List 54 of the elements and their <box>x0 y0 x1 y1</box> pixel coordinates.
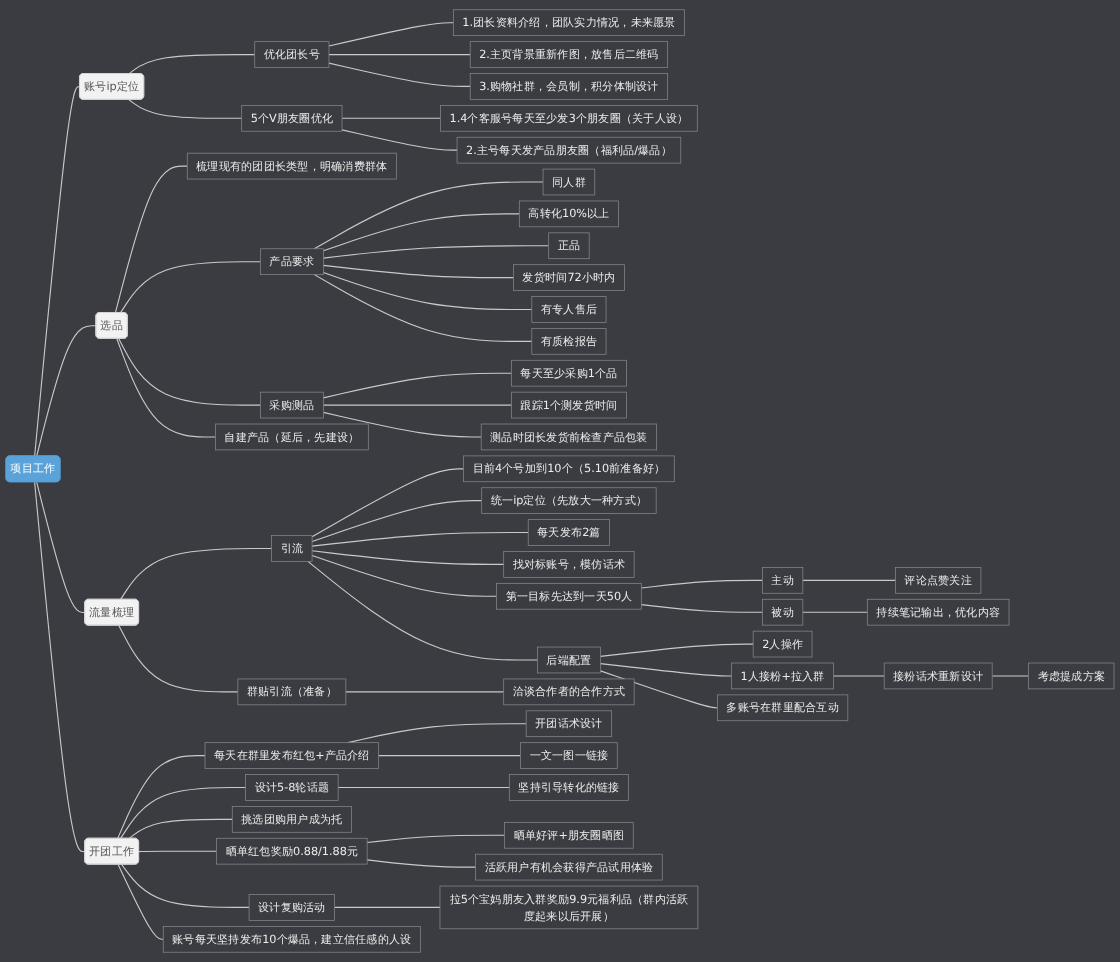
connector-line <box>114 165 188 314</box>
connector-line <box>116 338 216 438</box>
connector-line <box>36 325 97 457</box>
connector-line <box>311 554 498 597</box>
connector-line <box>347 723 527 744</box>
connector-line <box>341 129 458 151</box>
connector-line <box>322 264 514 279</box>
connector-line <box>328 62 471 87</box>
connector-line <box>833 675 885 677</box>
connector-line <box>128 54 256 75</box>
connector-line <box>118 624 239 693</box>
connector-line <box>311 468 465 538</box>
connector-line <box>128 818 233 840</box>
connector-line <box>599 643 754 657</box>
connector-line <box>121 863 250 908</box>
connector-line <box>311 500 483 543</box>
connector-line <box>640 604 763 613</box>
connector-line <box>119 547 273 601</box>
connector-line <box>322 411 482 438</box>
connector-line <box>599 670 718 709</box>
connector-line <box>337 786 510 789</box>
connector-line <box>640 579 763 589</box>
connector-line <box>328 22 454 47</box>
connector-line <box>313 181 544 250</box>
connector-line <box>802 611 868 613</box>
connector-line <box>334 906 441 908</box>
connector-line <box>378 755 522 757</box>
connector-line <box>118 338 261 406</box>
connector-line <box>307 560 538 661</box>
connector-line <box>311 532 529 547</box>
connector-line <box>322 272 533 311</box>
connector-line <box>322 213 520 252</box>
connector-line <box>313 274 533 342</box>
connector-line <box>366 859 477 868</box>
connector-line <box>802 579 896 581</box>
connector-line <box>322 372 512 399</box>
connector-line <box>322 404 512 406</box>
connector-line <box>366 834 506 844</box>
connector-line <box>311 550 505 565</box>
connector-line <box>117 863 164 940</box>
connector-line <box>599 663 733 677</box>
connector-line <box>138 850 218 853</box>
connector-line <box>328 54 471 56</box>
connector-line <box>119 261 261 314</box>
connector-line <box>117 755 206 840</box>
connector-line <box>34 481 86 853</box>
connector-line <box>128 99 243 119</box>
connector-line <box>34 86 81 457</box>
connector-line <box>322 245 550 259</box>
connector-line <box>345 691 505 693</box>
connector-line <box>119 786 247 840</box>
connector-line <box>341 117 442 119</box>
connector-line <box>991 675 1030 677</box>
connector-line <box>36 481 86 614</box>
